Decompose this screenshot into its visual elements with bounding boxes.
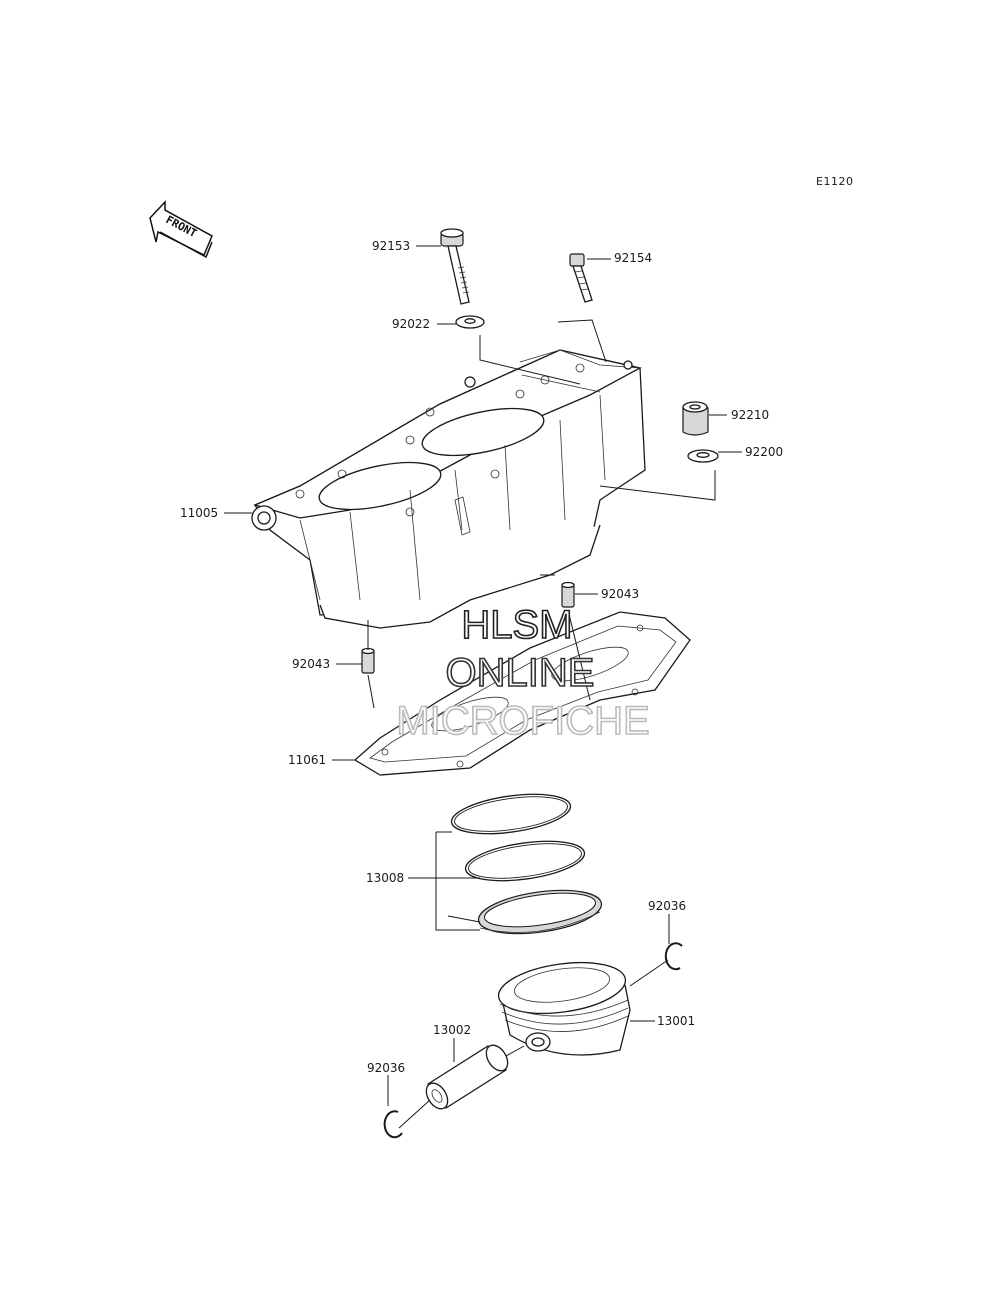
sleeve-92210-icon xyxy=(682,401,709,436)
circlip-92036-left-icon xyxy=(383,1110,403,1139)
callout-92043-left: 92043 xyxy=(292,657,330,671)
callout-92200: 92200 xyxy=(745,445,783,459)
watermark-line-2: ONLINE xyxy=(446,651,595,695)
diagram-code: E1120 xyxy=(816,175,853,188)
callout-92043-right: 92043 xyxy=(601,587,639,601)
callout-92154: 92154 xyxy=(614,251,652,265)
piston-13001-icon xyxy=(497,961,631,1056)
callout-92036-right: 92036 xyxy=(648,899,686,913)
callout-13001: 13001 xyxy=(657,1014,695,1028)
watermark: HLSM ONLINE MICROFICHE xyxy=(396,602,651,744)
watermark-line-3: MICROFICHE xyxy=(396,699,649,743)
callout-92022: 92022 xyxy=(392,317,430,331)
bolt-92153-icon xyxy=(440,228,470,305)
dowel-pin-92043-left-icon xyxy=(361,647,375,674)
dowel-pin-92043-right-icon xyxy=(561,581,575,608)
gasket-11061-icon xyxy=(353,611,691,776)
callout-92153: 92153 xyxy=(372,239,410,253)
callout-13002: 13002 xyxy=(433,1023,471,1037)
leader-lines xyxy=(224,245,742,1129)
cylinder-block-11005-icon xyxy=(251,349,646,629)
callout-92036-left: 92036 xyxy=(367,1061,405,1075)
piston-rings-13008-icon xyxy=(450,793,603,935)
circlip-92036-right-icon xyxy=(664,942,683,971)
washer-92022-icon xyxy=(455,315,485,329)
callout-92210: 92210 xyxy=(731,408,769,422)
washer-92200-icon xyxy=(687,449,719,463)
bolt-92154-icon xyxy=(569,253,593,303)
callout-11005: 11005 xyxy=(180,506,218,520)
callout-11061: 11061 xyxy=(288,753,326,767)
piston-pin-13002-icon xyxy=(425,1044,509,1110)
front-arrow-icon: FRONT xyxy=(149,200,213,259)
callout-13008: 13008 xyxy=(366,871,404,885)
watermark-line-1: HLSM xyxy=(461,603,572,647)
